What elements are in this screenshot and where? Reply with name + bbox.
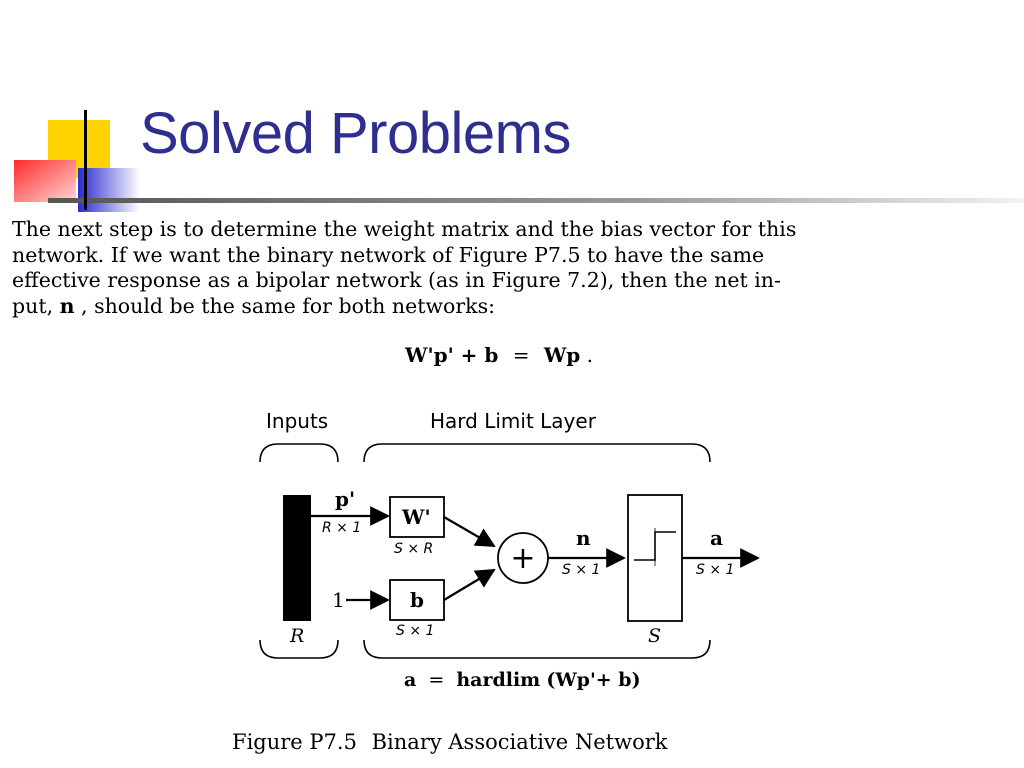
paragraph-line-4: put, n , should be the same for both net… — [12, 294, 1012, 320]
input-vector-label: p' — [335, 487, 355, 511]
input-size-label: R — [289, 625, 304, 647]
paragraph-line-4-end: , should be the same for both networks: — [74, 293, 495, 318]
layer-top-bracket — [363, 443, 711, 463]
bias-label: b — [410, 588, 424, 612]
weight-dims-label: S × R — [394, 541, 433, 557]
equation-end: . — [586, 343, 594, 367]
equation-rhs: Wp — [543, 343, 581, 367]
summation-symbol: + — [510, 541, 535, 576]
layer-label: Hard Limit Layer — [430, 409, 597, 433]
body-paragraph: The next step is to determine the weight… — [12, 217, 1012, 319]
vertical-rule — [84, 110, 87, 210]
input-vector-bar — [283, 495, 311, 621]
layer-size-label: S — [648, 625, 661, 647]
inputs-top-bracket — [259, 443, 339, 463]
paragraph-line-4-start: put, — [12, 293, 60, 318]
paragraph-line-3: effective response as a bipolar network … — [12, 268, 781, 292]
net-input-symbol: n — [59, 293, 75, 318]
inputs-bottom-bracket — [259, 639, 339, 659]
net-input-dims: S × 1 — [562, 562, 600, 578]
output-label: a — [710, 526, 723, 550]
equation: W'p' + b = Wp . — [405, 343, 593, 367]
blue-square — [78, 168, 140, 212]
weight-to-sum-arrow — [443, 516, 496, 547]
formula-equals: = — [428, 669, 444, 691]
caption-number: Figure P7.5 — [232, 730, 357, 754]
paragraph-line-2: network. If we want the binary network o… — [12, 242, 765, 267]
equation-equals: = — [512, 343, 530, 367]
weight-matrix-label: W' — [401, 505, 431, 529]
network-diagram: Inputs Hard Limit Layer p' R × 1 W' S × … — [259, 409, 760, 691]
equation-lhs: W'p' + b — [405, 343, 499, 367]
weight-matrix-box — [389, 496, 445, 538]
formula-function: hardlim — [456, 669, 540, 691]
caption-text: Binary Associative Network — [371, 730, 668, 754]
net-input-label: n — [576, 526, 591, 550]
bias-dims-label: S × 1 — [396, 623, 434, 639]
formula-argument: (Wp'+ b) — [546, 669, 640, 691]
formula-output: a — [404, 669, 416, 691]
bias-box — [389, 579, 445, 621]
bias-to-sum-arrow — [443, 568, 496, 601]
layer-formula: a = hardlim (Wp'+ b) — [404, 669, 641, 691]
layer-bottom-bracket — [363, 639, 711, 659]
figure-caption: Figure P7.5 Binary Associative Network — [232, 730, 668, 754]
inputs-label: Inputs — [266, 409, 328, 433]
paragraph-line-1: The next step is to determine the weight… — [12, 217, 797, 241]
decorative-corner-graphic — [14, 110, 1024, 212]
slide-title: Solved Problems — [140, 101, 571, 166]
output-dims: S × 1 — [696, 562, 734, 578]
red-square — [14, 160, 76, 202]
title-underline — [48, 198, 1024, 203]
input-dims-label: R × 1 — [322, 520, 361, 536]
bias-input-value: 1 — [332, 588, 345, 612]
